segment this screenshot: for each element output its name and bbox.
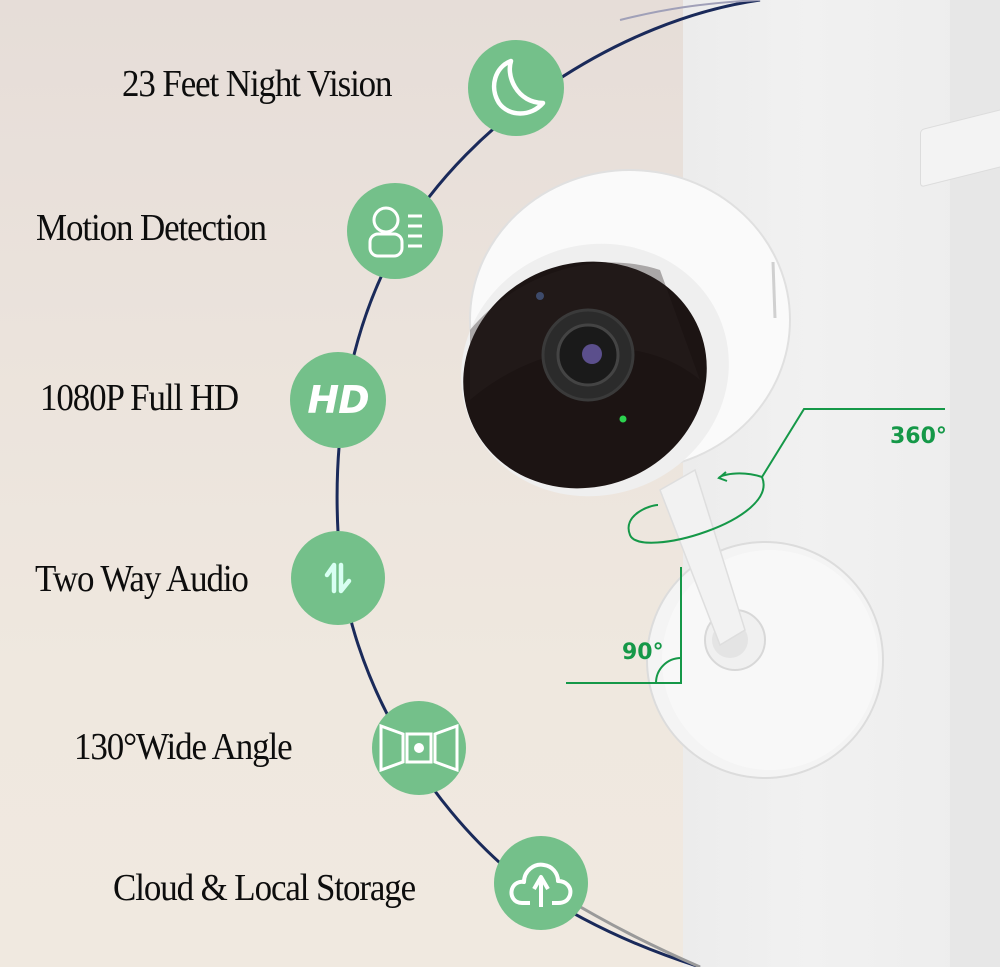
storage-badge bbox=[494, 836, 588, 930]
camera-body bbox=[461, 169, 791, 497]
feature-label-night-vision: 23 Feet Night Vision bbox=[122, 63, 393, 105]
two-way-audio-badge bbox=[291, 531, 385, 625]
wide-angle-badge bbox=[372, 701, 466, 795]
motion-detection-badge bbox=[347, 183, 443, 279]
feature-label-storage: Cloud & Local Storage bbox=[113, 867, 416, 909]
moon-icon bbox=[491, 58, 546, 116]
cloud-upload-icon bbox=[509, 862, 573, 907]
tilt-degree-label: 90° bbox=[622, 640, 664, 665]
full-hd-badge: HD bbox=[290, 352, 386, 448]
feature-label-wide-angle: 130°Wide Angle bbox=[74, 726, 293, 768]
hd-icon: HD bbox=[307, 378, 369, 422]
night-vision-badge bbox=[468, 40, 564, 136]
camera-mount bbox=[646, 468, 884, 779]
pan-degree-label: 360° bbox=[890, 424, 947, 449]
feature-label-full-hd: 1080P Full HD bbox=[40, 377, 239, 419]
rotation-360-annotation bbox=[627, 408, 945, 544]
tilt-90-annotation bbox=[566, 567, 682, 684]
panorama-icon bbox=[379, 723, 459, 773]
feature-label-motion-detection: Motion Detection bbox=[36, 207, 267, 249]
feature-label-two-way-audio: Two Way Audio bbox=[35, 558, 249, 600]
up-down-arrows-icon bbox=[324, 562, 352, 594]
person-list-icon bbox=[368, 206, 422, 258]
